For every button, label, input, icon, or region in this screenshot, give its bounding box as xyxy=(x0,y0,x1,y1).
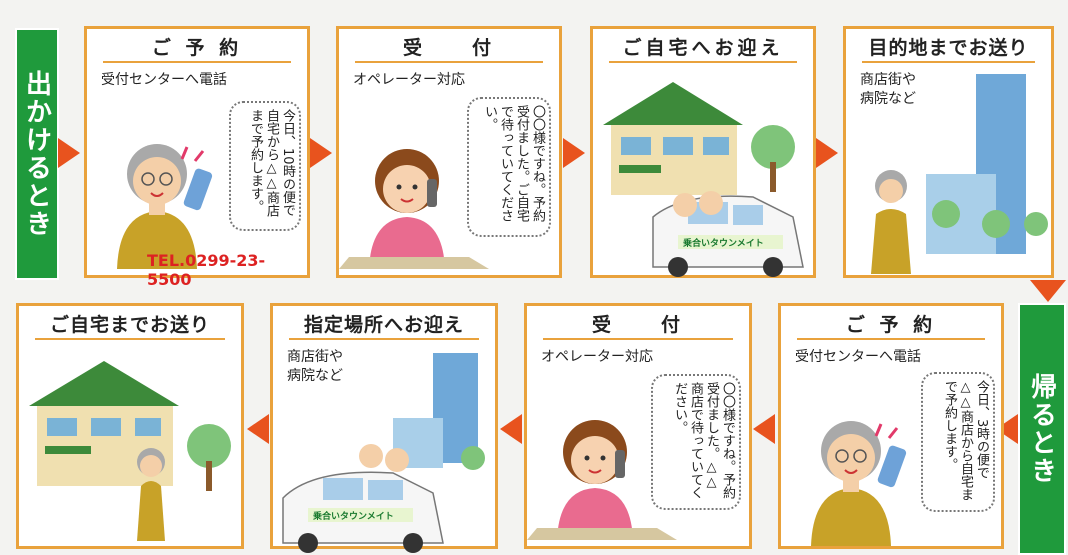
house-and-van-illustration: 乗合いタウンメイト xyxy=(603,82,804,277)
elderly-woman-phone-illustration xyxy=(117,144,213,269)
step-reservation-going: ご 予 約 受付センターへ電話 今日、10時の便で自宅から△△商店まで予約します… xyxy=(84,26,310,289)
return-label: 帰るとき xyxy=(1018,303,1066,555)
step-title: 受 付 xyxy=(402,37,495,59)
step-subtitle: 受付センターへ電話 xyxy=(101,72,227,88)
van-label: 乗合いタウンメイト xyxy=(683,237,764,249)
step-subtitle: 受付センターへ電話 xyxy=(795,349,921,365)
phone-number: TEL.0299-23-5500 xyxy=(147,251,266,289)
going-label: 出かけるとき xyxy=(15,28,59,280)
step-title: ご 予 約 xyxy=(845,314,937,336)
elderly-woman-phone-illustration xyxy=(811,421,907,546)
town-and-woman-illustration xyxy=(871,74,1048,274)
step-pickup-home: ご自宅へお迎え 乗合いタウンメイト xyxy=(590,26,816,278)
arrow-down xyxy=(1030,280,1066,302)
step-subtitle: 商店街や 病院など xyxy=(287,349,343,384)
arrow-right xyxy=(310,138,332,168)
house-and-woman-illustration xyxy=(29,361,231,541)
operator-illustration xyxy=(339,149,489,269)
step-reception-return: 受 付 オペレーター対応 〇〇様ですね。予約受付ました。△△商店で待っていてくだ… xyxy=(524,303,752,549)
step-title: 受 付 xyxy=(591,314,684,336)
step-reservation-return: ご 予 約 受付センターへ電話 今日、3時の便で△△商店から自宅まで予約します。 xyxy=(778,303,1004,549)
step-subtitle: オペレーター対応 xyxy=(353,72,465,88)
operator-illustration xyxy=(527,420,677,540)
arrow-left xyxy=(247,414,269,444)
step-title: 目的地までお送り xyxy=(868,37,1029,59)
step-subtitle: オペレーター対応 xyxy=(541,349,653,365)
step-destination: 目的地までお送り 商店街や 病院など xyxy=(843,26,1054,278)
speech-bubble: 〇〇様ですね。予約受付ました。△△商店で待っていてください。 xyxy=(651,374,741,510)
arrow-right xyxy=(563,138,585,168)
step-title: ご自宅へお迎え xyxy=(622,37,784,59)
step-pickup-location: 指定場所へお迎え 商店街や 病院など 乗合いタウンメイト xyxy=(270,303,498,553)
step-reception-going: 受 付 オペレーター対応 〇〇様ですね。予約受付ました。ご自宅で待っていてくださ… xyxy=(336,26,562,278)
arrow-right xyxy=(58,138,80,168)
step-dropoff-home: ご自宅までお送り xyxy=(16,303,244,549)
step-title: ご 予 約 xyxy=(151,37,243,59)
step-title: ご自宅までお送り xyxy=(49,314,210,336)
speech-bubble: 〇〇様ですね。予約受付ました。ご自宅で待っていてください。 xyxy=(467,97,551,237)
arrow-right xyxy=(816,138,838,168)
van-label: 乗合いタウンメイト xyxy=(313,510,394,522)
building-and-van-illustration: 乗合いタウンメイト xyxy=(282,353,485,553)
step-subtitle: 商店街や 病院など xyxy=(860,72,916,107)
step-title: 指定場所へお迎え xyxy=(303,314,464,336)
speech-bubble: 今日、3時の便で△△商店から自宅まで予約します。 xyxy=(921,372,995,512)
speech-bubble: 今日、10時の便で自宅から△△商店まで予約します。 xyxy=(229,101,301,231)
arrow-left xyxy=(500,414,522,444)
arrow-left xyxy=(753,414,775,444)
